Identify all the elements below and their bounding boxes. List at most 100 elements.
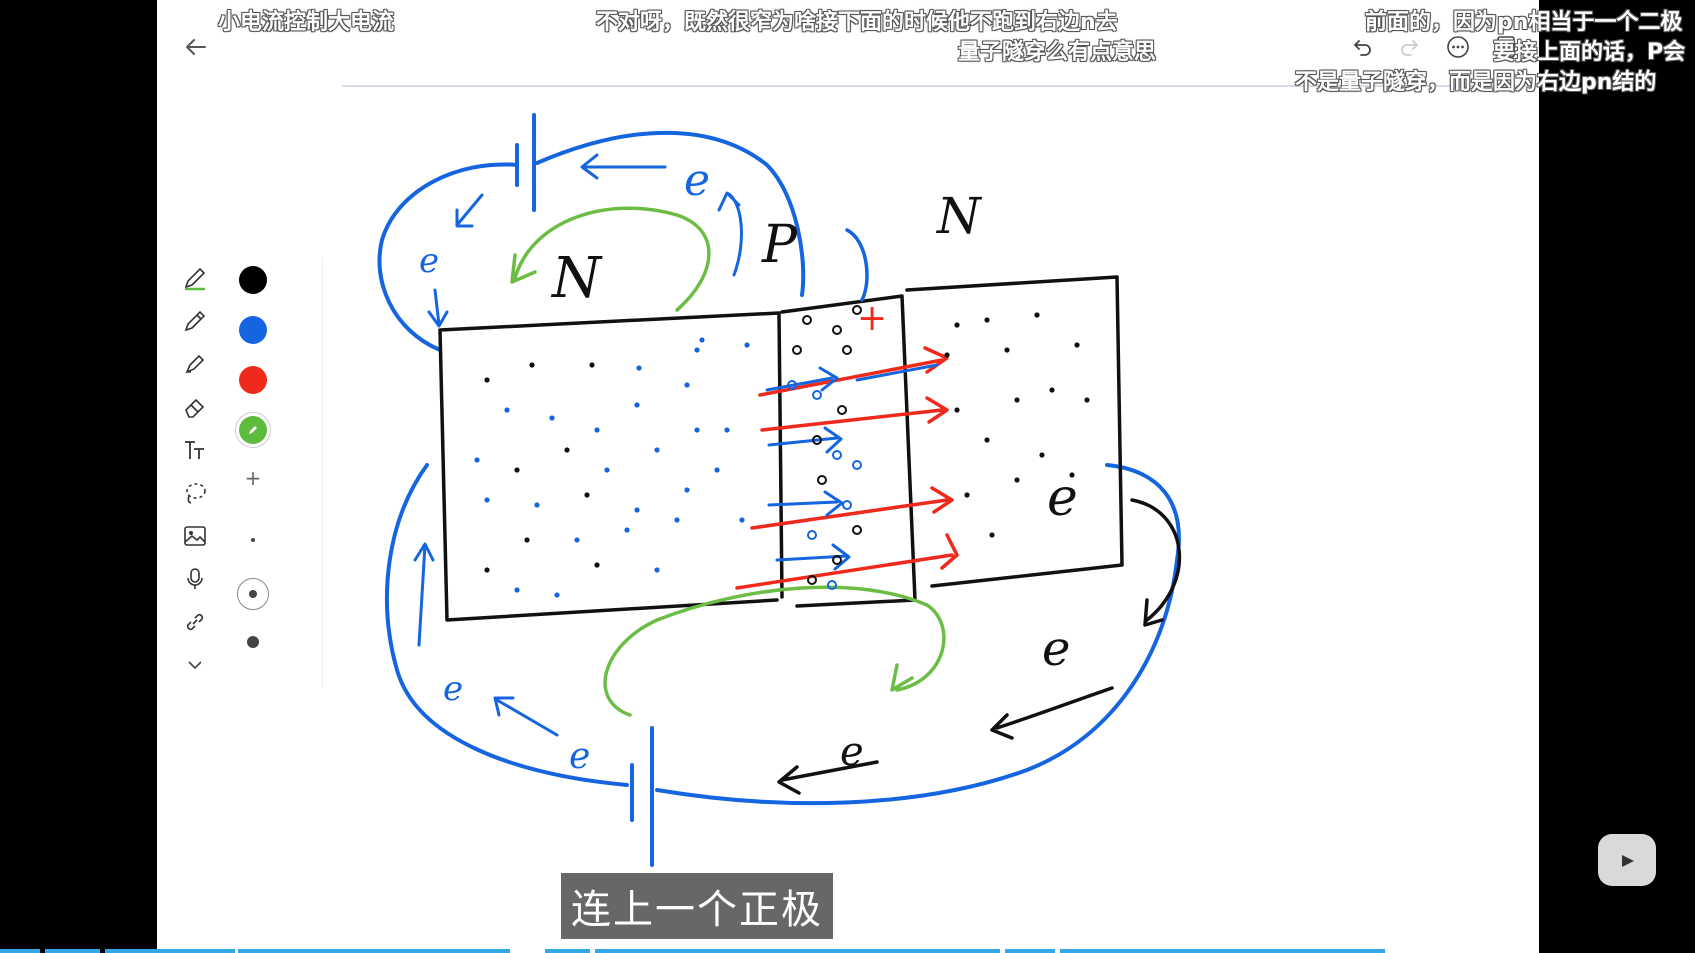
- blue-arrow-4: [775, 543, 851, 571]
- carrier-dot: [514, 467, 520, 473]
- wire-arrow-5: [413, 542, 435, 647]
- carrier-dot: [1074, 342, 1080, 348]
- carrier-dot: [832, 555, 842, 565]
- carrier-dot: [954, 322, 960, 328]
- wire-arrow-2: [455, 193, 484, 228]
- pen-icon[interactable]: [175, 258, 215, 298]
- green-loop-bottom: [603, 585, 946, 717]
- chevron-down-icon[interactable]: [175, 645, 215, 685]
- carrier-dot: [714, 467, 720, 473]
- color-green-swatch[interactable]: [239, 416, 267, 444]
- link-icon[interactable]: [175, 602, 215, 642]
- toolbar-divider: [322, 258, 323, 688]
- carrier-dot: [684, 382, 690, 388]
- top-bar: [157, 0, 1539, 90]
- carrier-dot: [604, 467, 610, 473]
- carrier-dot: [1039, 452, 1045, 458]
- carrier-dot: [837, 405, 847, 415]
- label-e-7: e: [840, 729, 864, 775]
- blue-arrow-1: [765, 366, 839, 392]
- text-icon[interactable]: [175, 430, 215, 470]
- more-icon[interactable]: [1443, 32, 1473, 62]
- color-red-swatch[interactable]: [239, 366, 267, 394]
- carrier-dot: [564, 447, 570, 453]
- carrier-dot: [812, 390, 822, 400]
- carrier-dot: [812, 435, 822, 445]
- danmaku-comment: 不对呀，既然很窄为啥接下面的时候他不跑到右边n去: [596, 10, 1118, 35]
- carrier-dot: [634, 507, 640, 513]
- carrier-dot: [624, 527, 630, 533]
- carrier-dot: [1069, 472, 1075, 478]
- label-e-6: e: [1042, 621, 1070, 677]
- color-black-swatch[interactable]: [239, 266, 267, 294]
- bilibili-logo-icon[interactable]: [1598, 834, 1656, 886]
- add-color-button[interactable]: +: [244, 466, 262, 490]
- carrier-dot: [694, 427, 700, 433]
- carrier-dot: [554, 592, 560, 598]
- bottom-wire-right: [655, 463, 1181, 806]
- redo-icon[interactable]: [1395, 32, 1425, 62]
- undo-icon[interactable]: [1347, 32, 1377, 62]
- color-blue-swatch[interactable]: [239, 316, 267, 344]
- output-arrow-1: [1130, 498, 1182, 627]
- label-e-3: e: [443, 669, 463, 709]
- carrier-dot: [954, 407, 960, 413]
- carrier-dot: [699, 337, 705, 343]
- carrier-dot: [654, 447, 660, 453]
- microphone-icon[interactable]: [175, 559, 215, 599]
- label-n-right: N: [936, 187, 983, 245]
- carrier-dot: [842, 500, 852, 510]
- top-battery: [515, 113, 536, 212]
- carrier-dot: [852, 305, 862, 315]
- danmaku-comment: 要接上面的话，P会: [1493, 40, 1686, 65]
- label-p: P: [761, 215, 798, 275]
- edit-icon: [249, 426, 257, 434]
- image-icon[interactable]: [175, 516, 215, 556]
- carrier-dot: [594, 427, 600, 433]
- blue-arrow-5: [855, 363, 939, 382]
- back-arrow-icon[interactable]: [179, 30, 213, 64]
- danmaku-comment: 小电流控制大电流: [218, 10, 395, 35]
- carrier-dot: [984, 437, 990, 443]
- carrier-dot: [594, 562, 600, 568]
- danmaku-comment: 前面的，因为pn相当于一个二极: [1365, 10, 1683, 35]
- stroke-size-medium[interactable]: [237, 578, 269, 610]
- carrier-dot: [792, 345, 802, 355]
- stroke-size-small[interactable]: [251, 538, 255, 542]
- carrier-dot: [524, 537, 530, 543]
- pencil-icon[interactable]: [175, 301, 215, 341]
- carrier-dot: [964, 492, 970, 498]
- tablet-icon[interactable]: [1491, 32, 1521, 62]
- green-loop-top: [510, 206, 711, 312]
- top-right-tools: [1347, 32, 1521, 62]
- carrier-dot: [484, 567, 490, 573]
- progress-bar[interactable]: [0, 949, 1695, 953]
- letterbox-right: [1539, 0, 1695, 953]
- wire-arrow-3: [427, 288, 449, 328]
- carrier-dot: [827, 580, 837, 590]
- carrier-dot: [1034, 312, 1040, 318]
- whiteboard-canvas[interactable]: +: [157, 0, 1539, 953]
- label-plus: +: [857, 298, 887, 339]
- carrier-dot: [832, 450, 842, 460]
- label-e-4: e: [569, 736, 590, 777]
- carrier-dot: [1014, 397, 1020, 403]
- wire-arrow-4: [717, 191, 743, 277]
- carrier-dot: [802, 315, 812, 325]
- blue-arrow-3: [767, 490, 844, 517]
- stroke-size-large[interactable]: [247, 636, 259, 648]
- carrier-dot: [484, 497, 490, 503]
- carrier-dot: [817, 475, 827, 485]
- bottom-wire-left: [385, 463, 629, 787]
- highlighter-icon[interactable]: [175, 344, 215, 384]
- label-e-2: e: [419, 241, 439, 281]
- danmaku-comment: 不是量子隧穿，而是因为右边pn结的: [1295, 70, 1657, 95]
- carrier-dot: [852, 525, 862, 535]
- lasso-icon[interactable]: [175, 473, 215, 513]
- blue-arrow-2: [767, 426, 843, 454]
- carrier-dot: [1049, 387, 1055, 393]
- carrier-dot: [529, 362, 535, 368]
- carrier-dot: [589, 362, 595, 368]
- eraser-icon[interactable]: [175, 387, 215, 427]
